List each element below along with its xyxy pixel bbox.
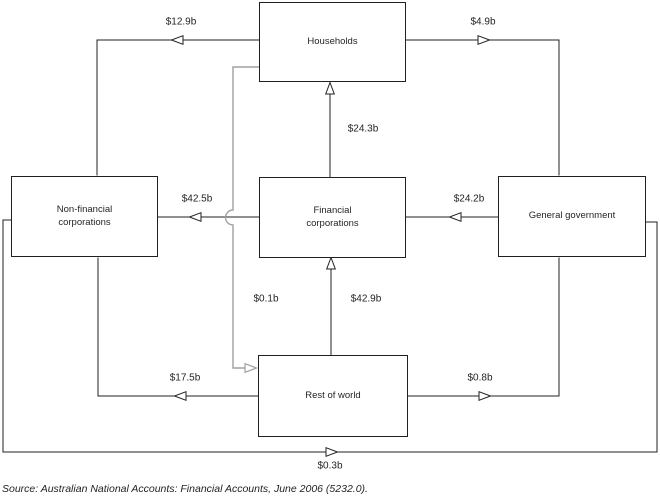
flow-amount-rest-of-world-to-financial: $42.9b (349, 293, 383, 305)
node-financial-corporations: Financial corporations (259, 177, 406, 258)
arrowhead-right-icon (477, 34, 491, 46)
flow-amount-households-to-non-financial: $12.9b (164, 16, 198, 28)
node-general-government: General government (498, 176, 646, 257)
arrowhead-left-icon (170, 34, 184, 46)
node-non-financial-corporations: Non-financial corporations (11, 176, 158, 257)
flow-amount-government-to-financial: $24.2b (452, 193, 486, 205)
flow-amount-financial-to-non-financial: $42.5b (180, 193, 214, 205)
flow-amount-financial-to-households: $24.3b (346, 123, 380, 135)
flow-amount-households-to-rest-of-world: $0.1b (252, 293, 280, 305)
node-households: Households (259, 2, 406, 82)
node-label: Rest of world (305, 389, 361, 401)
arrowhead-right-icon (325, 446, 339, 458)
arrowhead-left-icon (188, 211, 202, 223)
flow-line-households-to-non-financial (96, 39, 259, 176)
arrowhead-up-icon (325, 256, 337, 270)
flow-amount-non-financial-to-government: $0.3b (316, 460, 344, 472)
flow-amount-rest-of-world-to-non-financial: $17.5b (168, 372, 202, 384)
arrowhead-right-gray-icon (244, 362, 259, 374)
arrowhead-left-icon (173, 390, 187, 402)
source-note: Source: Australian National Accounts: Fi… (2, 483, 368, 495)
node-label: Households (307, 35, 358, 47)
flow-line-rest-of-world-to-government (408, 257, 560, 397)
node-label: Financial corporations (306, 204, 359, 229)
arrowhead-left-icon (448, 211, 462, 223)
flow-amount-households-to-government: $4.9b (469, 16, 497, 28)
arrowhead-up-icon (324, 81, 336, 95)
flow-line-rest-of-world-to-non-financial (97, 257, 258, 397)
flow-line-households-to-rest-of-world (224, 66, 259, 369)
arrowhead-right-icon (478, 390, 492, 402)
node-label: Non-financial corporations (56, 203, 113, 228)
flow-line-households-to-government (406, 39, 560, 176)
node-label: General government (528, 210, 616, 222)
node-rest-of-world: Rest of world (258, 355, 408, 437)
flow-amount-rest-of-world-to-government: $0.8b (466, 372, 494, 384)
